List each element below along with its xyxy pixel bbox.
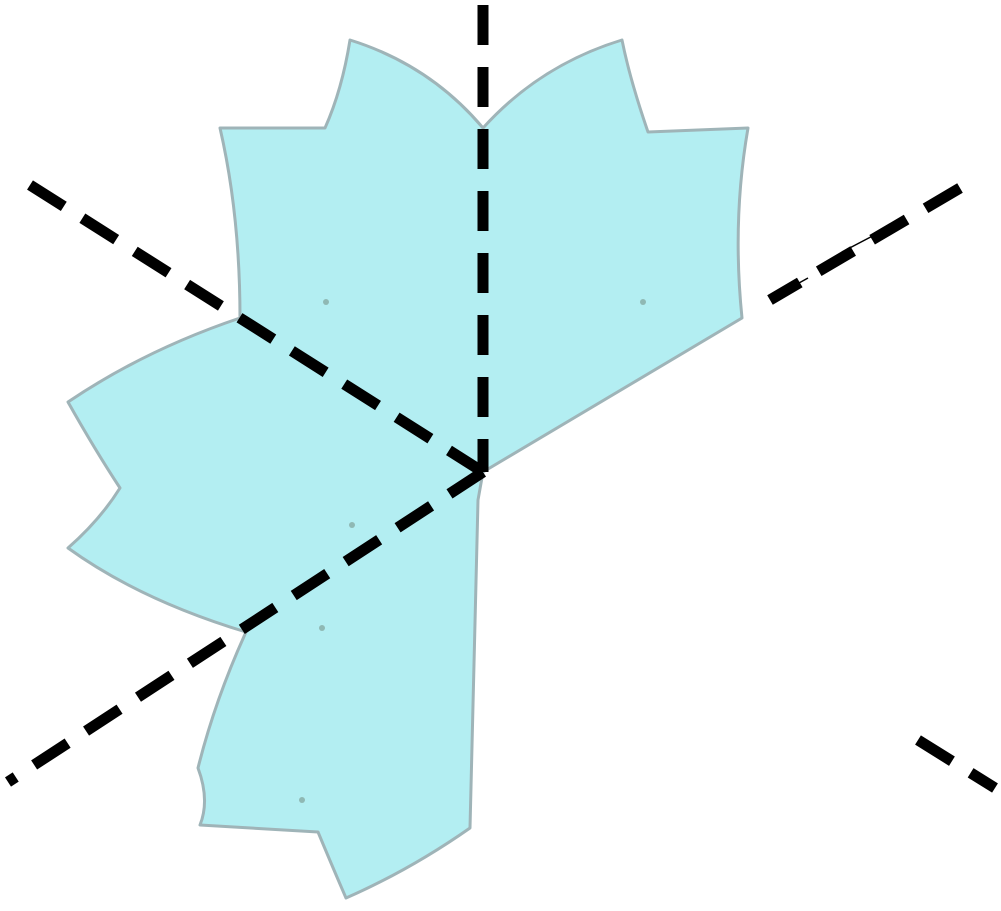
thin-segment	[772, 278, 808, 298]
paper-dot	[323, 299, 329, 305]
paper-dot	[299, 797, 305, 803]
paper-dot	[640, 299, 646, 305]
paper-flower-shape	[68, 40, 748, 898]
paper-dot	[349, 522, 355, 528]
paper-dot	[319, 625, 325, 631]
lower-right-fold-line	[918, 740, 995, 788]
